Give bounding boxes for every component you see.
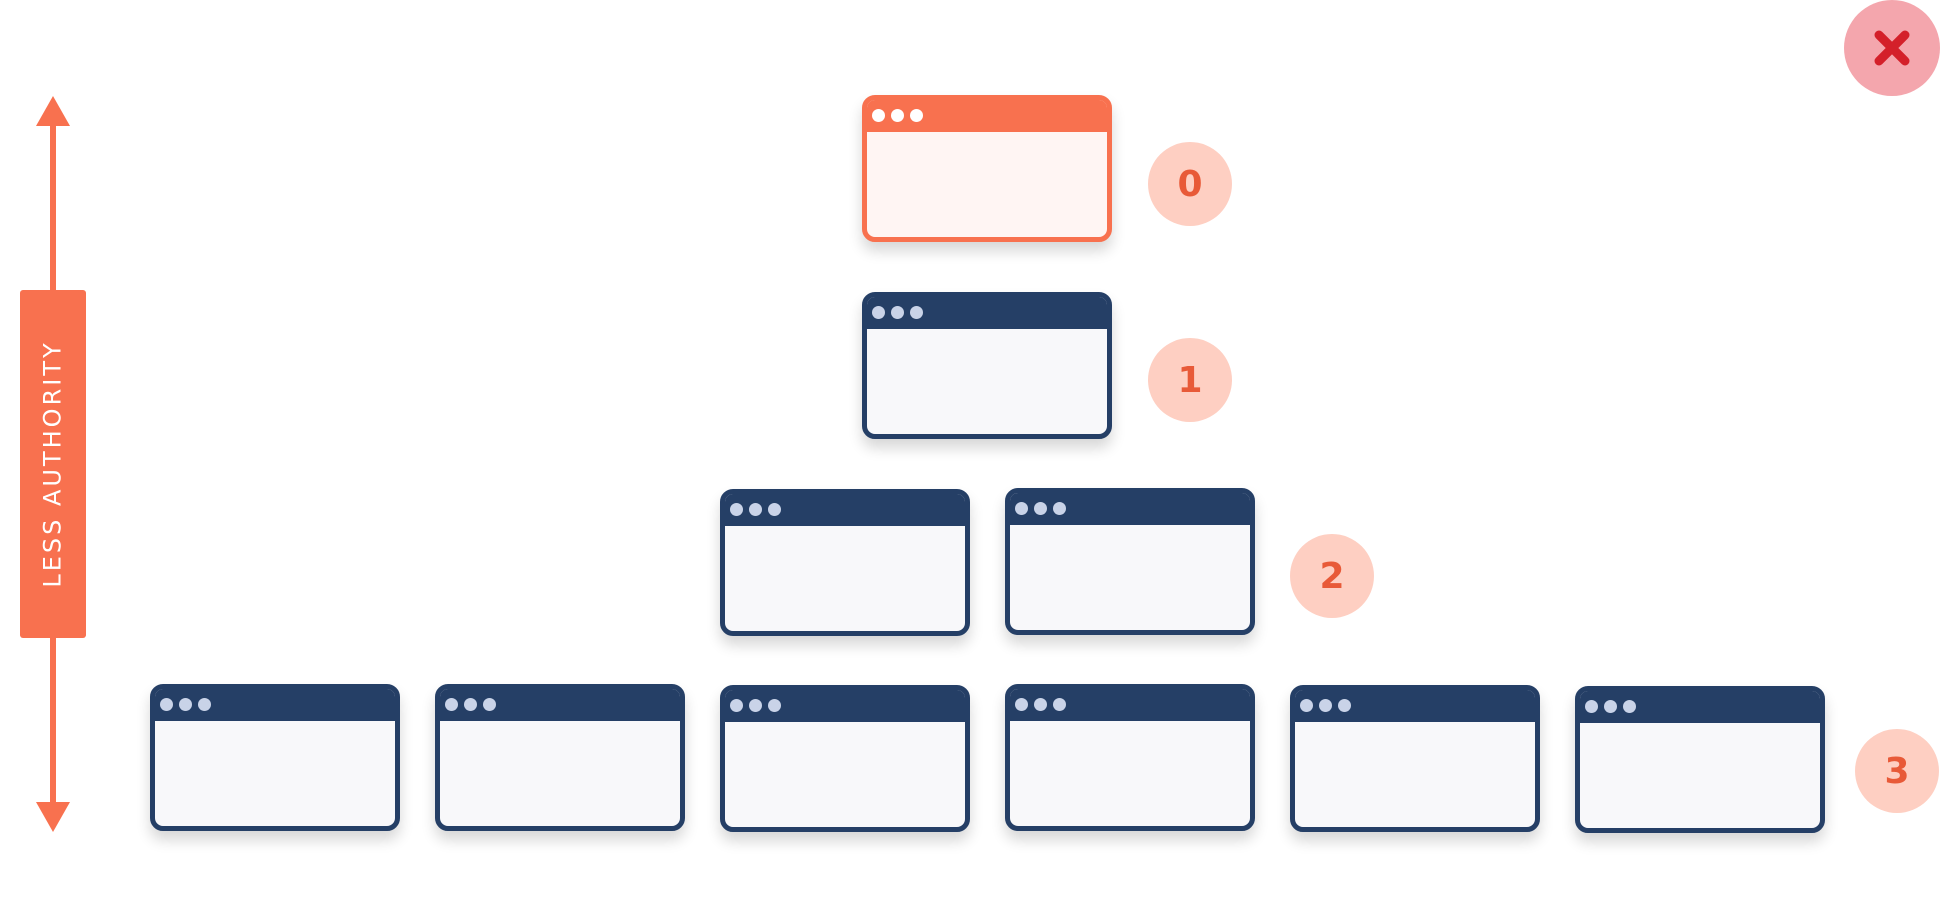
- window-title-bar: [155, 689, 395, 721]
- arrow-down-icon: [36, 802, 70, 832]
- window-level-3: [1575, 686, 1825, 833]
- axis-label: LESS AUTHORITY: [39, 340, 68, 588]
- window-level-3: [1005, 684, 1255, 831]
- window-title-bar: [440, 689, 680, 721]
- window-level-3: [1290, 685, 1540, 832]
- close-icon: [1874, 30, 1910, 66]
- window-title-bar: [1010, 689, 1250, 721]
- level-badge-3: 3: [1855, 729, 1939, 813]
- window-level-2: [720, 489, 970, 636]
- window-level-3: [150, 684, 400, 831]
- window-title-bar: [867, 297, 1107, 329]
- axis-label-box: LESS AUTHORITY: [20, 290, 86, 638]
- window-title-bar: [725, 690, 965, 722]
- window-level-3: [435, 684, 685, 831]
- window-level-0: [862, 95, 1112, 242]
- window-title-bar: [1010, 493, 1250, 525]
- level-badge-1: 1: [1148, 338, 1232, 422]
- axis-line-bottom: [50, 636, 56, 804]
- level-badge-2: 2: [1290, 534, 1374, 618]
- arrow-up-icon: [36, 96, 70, 126]
- window-title-bar: [1295, 690, 1535, 722]
- window-title-bar: [1580, 691, 1820, 723]
- window-level-1: [862, 292, 1112, 439]
- window-title-bar: [867, 100, 1107, 132]
- window-level-3: [720, 685, 970, 832]
- window-title-bar: [725, 494, 965, 526]
- close-button[interactable]: [1844, 0, 1940, 96]
- axis-line-top: [50, 124, 56, 292]
- window-level-2: [1005, 488, 1255, 635]
- level-badge-0: 0: [1148, 142, 1232, 226]
